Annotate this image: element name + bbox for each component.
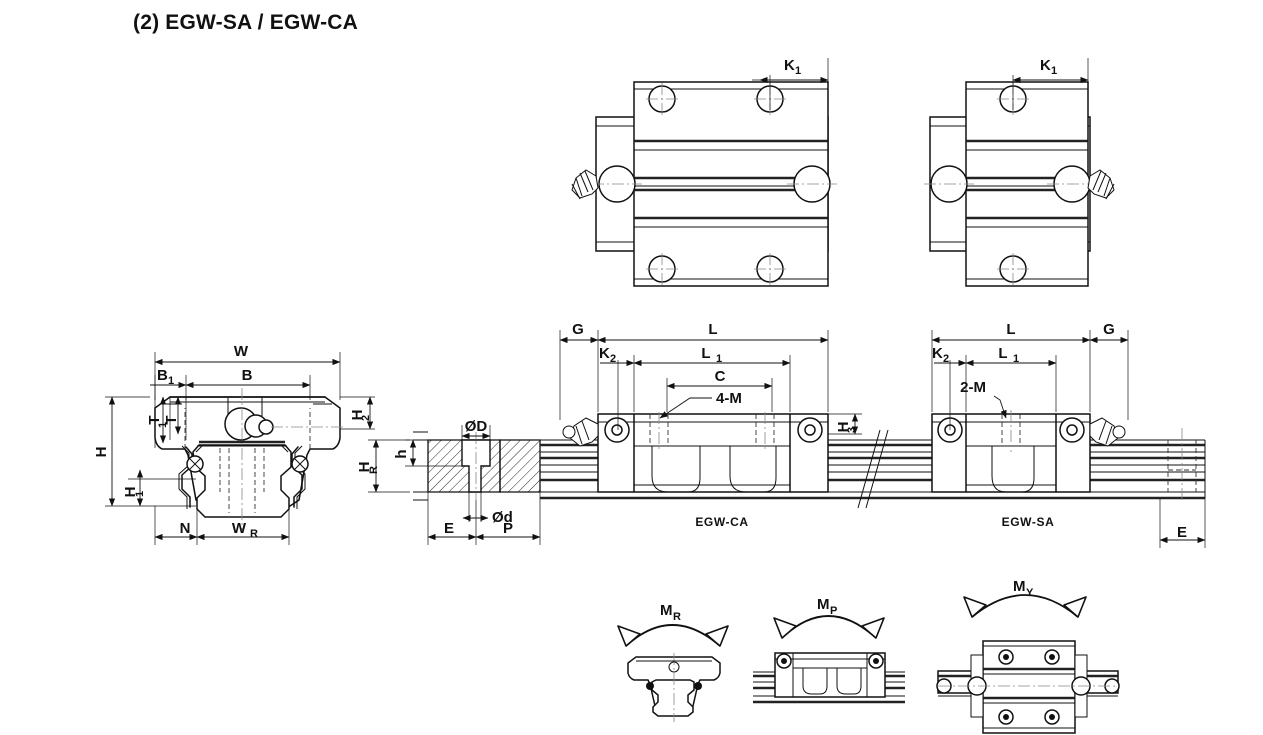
label-k2-sa: K: [932, 345, 943, 362]
label-g-ca: G: [572, 321, 584, 338]
dim-h1: [128, 469, 196, 507]
block-side-pitch: [753, 652, 905, 704]
label-k2-ca: K: [599, 345, 610, 362]
label-hr: H: [356, 462, 373, 473]
top-view-egw-ca: K 1: [571, 57, 837, 287]
label-od: ØD: [465, 418, 488, 435]
label-n: N: [180, 520, 191, 537]
dim-od-small: [462, 492, 489, 522]
dim-k1-sa: [1012, 58, 1089, 172]
label-e-right: E: [1177, 524, 1187, 541]
label-h1-sub: 1: [134, 491, 146, 497]
label-g-sa: G: [1103, 321, 1115, 338]
caption-egw-ca: EGW-CA: [695, 515, 748, 529]
label-my: M: [1013, 578, 1026, 595]
label-t1: T: [146, 415, 163, 424]
moment-diagram-yaw: M Y: [936, 578, 1120, 734]
grease-nipple-sa: [1087, 169, 1115, 200]
rail-body-hatched: [413, 431, 541, 501]
moment-diagram-pitch: M P: [753, 596, 905, 704]
label-wr: W: [232, 520, 247, 537]
dim-h2: [340, 396, 375, 430]
label-l1-ca: L: [701, 345, 710, 362]
top-view-egw-sa: K 1: [924, 57, 1115, 287]
dim-h: [105, 396, 196, 507]
label-c-ca: C: [715, 368, 726, 385]
label-h3-sub: 3: [846, 427, 858, 433]
label-l-sa: L: [1006, 321, 1015, 338]
label-4m: 4-M: [716, 390, 742, 407]
label-t1-sub: 1: [157, 422, 169, 428]
label-p-rail: P: [503, 520, 513, 537]
label-k1-ca: K: [784, 57, 795, 74]
label-mr-sub: R: [673, 611, 681, 623]
label-2m: 2-M: [960, 379, 986, 396]
dim-od: [461, 425, 491, 443]
rail-profile-section: [178, 440, 306, 518]
dim-sa-group: [931, 330, 1206, 548]
moment-diagram-roll: M R: [617, 602, 729, 722]
dim-k1-ca: [752, 58, 829, 172]
label-mp-sub: P: [830, 605, 837, 617]
label-h2: H: [349, 410, 366, 421]
label-b1-sub: 1: [168, 375, 174, 387]
label-k2-ca-sub: 2: [610, 353, 616, 365]
label-h2-sub: 2: [360, 415, 372, 421]
dim-ca-group: [559, 330, 862, 435]
label-l-ca: L: [708, 321, 717, 338]
end-seal-holes-ca: [592, 165, 837, 203]
label-h-rail: h: [393, 449, 410, 458]
label-h: H: [93, 447, 110, 458]
label-wr-sub: R: [250, 528, 258, 540]
label-my-sub: Y: [1026, 587, 1034, 599]
label-k1-ca-sub: 1: [795, 65, 801, 77]
label-h1: H: [122, 487, 139, 498]
label-od-small: Ød: [492, 509, 513, 526]
label-t: T: [163, 415, 180, 424]
label-k1-sa: K: [1040, 57, 1051, 74]
label-e-rail: E: [444, 520, 454, 537]
label-mr: M: [660, 602, 673, 619]
label-mp: M: [817, 596, 830, 613]
label-b1: B: [157, 367, 168, 384]
dim-hr: [368, 439, 410, 493]
block-side-ca: [562, 412, 829, 493]
side-screws-section: [186, 455, 309, 473]
cross-section-view: W B B 1 H H 1: [93, 343, 375, 545]
block-top-yaw: [936, 640, 1120, 734]
caption-egw-sa: EGW-SA: [1002, 515, 1055, 529]
block-front-roll: [627, 653, 721, 722]
grease-fitting-section: [224, 397, 345, 441]
dim-b1: [150, 375, 187, 400]
label-l1-sa-sub: 1: [1013, 353, 1019, 365]
grease-nipple-ca: [571, 169, 599, 200]
label-k1-sa-sub: 1: [1051, 65, 1057, 77]
page-title: (2) EGW-SA / EGW-CA: [133, 11, 358, 34]
rail-hole-section: ØD Ød h E P H R: [356, 418, 541, 545]
block-side-sa: [931, 410, 1126, 493]
label-l1-sa: L: [998, 345, 1007, 362]
label-l1-ca-sub: 1: [716, 353, 722, 365]
rail-side-view: EGW-CA G: [540, 321, 1206, 548]
label-hr-sub: R: [368, 466, 380, 474]
dim-e-p: [427, 492, 541, 545]
label-w: W: [234, 343, 249, 360]
label-b: B: [242, 367, 253, 384]
dim-t: [154, 396, 187, 448]
dim-n-wr: [154, 506, 290, 545]
label-h3: H: [835, 422, 852, 433]
label-k2-sa-sub: 2: [943, 353, 949, 365]
